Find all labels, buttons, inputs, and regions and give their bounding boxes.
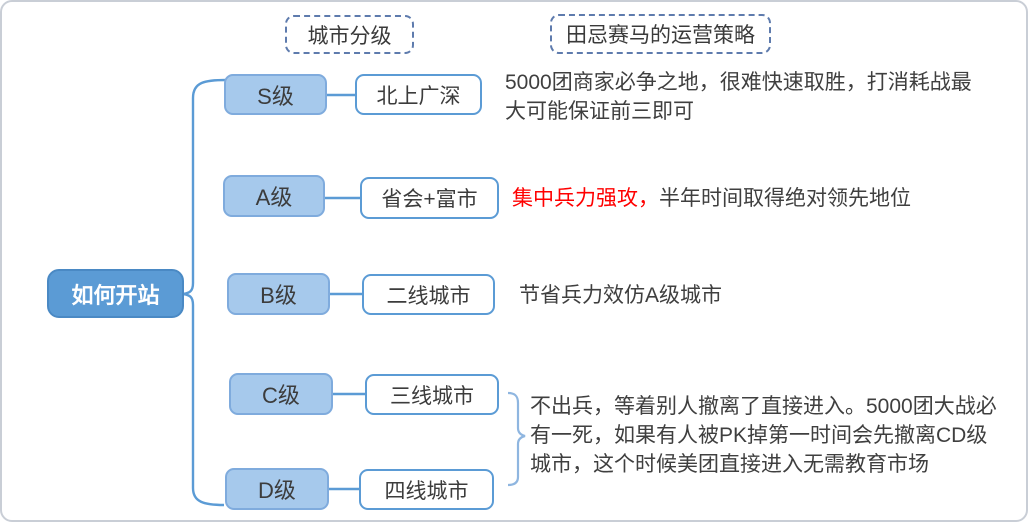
level-node-b: B级 [227, 273, 330, 315]
city-node-c: 三线城市 [365, 374, 499, 415]
city-node-a-label: 省会+富市 [381, 188, 478, 211]
note-cd-shared: 不出兵，等着别人撤离了直接进入。5000团大战必有一死，如果有人被PK掉第一时间… [530, 392, 1008, 479]
note-a-text: 半年时间取得绝对领先地位 [659, 187, 911, 210]
level-node-d-label: D级 [258, 478, 296, 503]
root-node-label: 如何开站 [71, 282, 160, 308]
level-node-s-label: S级 [257, 83, 294, 109]
column-header-city-tier-label: 城市分级 [307, 24, 392, 48]
city-node-d: 四线城市 [359, 469, 494, 510]
cd-group-brace [507, 391, 526, 487]
level-node-c-label: C级 [262, 383, 300, 408]
city-node-c-label: 三线城市 [390, 384, 474, 408]
city-node-b: 二线城市 [362, 274, 495, 315]
note-cd-text: 不出兵，等着别人撤离了直接进入。5000团大战必有一死，如果有人被PK掉第一时间… [530, 395, 997, 476]
column-header-strategy: 田忌赛马的运营策略 [550, 14, 771, 54]
column-header-city-tier: 城市分级 [285, 15, 414, 54]
city-node-d-label: 四线城市 [384, 479, 469, 503]
level-node-d: D级 [225, 468, 329, 510]
level-node-c: C级 [229, 373, 333, 415]
level-node-b-label: B级 [260, 283, 297, 308]
city-node-a: 省会+富市 [360, 177, 499, 219]
level-node-a-label: A级 [255, 185, 293, 210]
note-a-highlight-text: 集中兵力强攻， [512, 187, 659, 210]
root-node: 如何开站 [47, 269, 184, 318]
level-node-a: A级 [223, 175, 325, 217]
note-s-level: 5000团商家必争之地，很难快速取胜，打消耗战最大可能保证前三即可 [505, 68, 983, 126]
note-b-text: 节省兵力效仿A级城市 [519, 284, 723, 307]
trunk-brace [182, 78, 227, 507]
column-header-strategy-label: 田忌赛马的运营策略 [566, 24, 755, 47]
level-node-s: S级 [224, 74, 327, 115]
note-b-level: 节省兵力效仿A级城市 [519, 281, 999, 310]
note-s-text: 5000团商家必争之地，很难快速取胜，打消耗战最大可能保证前三即可 [505, 71, 972, 123]
city-node-s-label: 北上广深 [376, 84, 461, 108]
note-a-level: 集中兵力强攻，半年时间取得绝对领先地位 [512, 184, 1012, 213]
city-node-s: 北上广深 [355, 74, 482, 115]
city-node-b-label: 二线城市 [386, 284, 471, 308]
